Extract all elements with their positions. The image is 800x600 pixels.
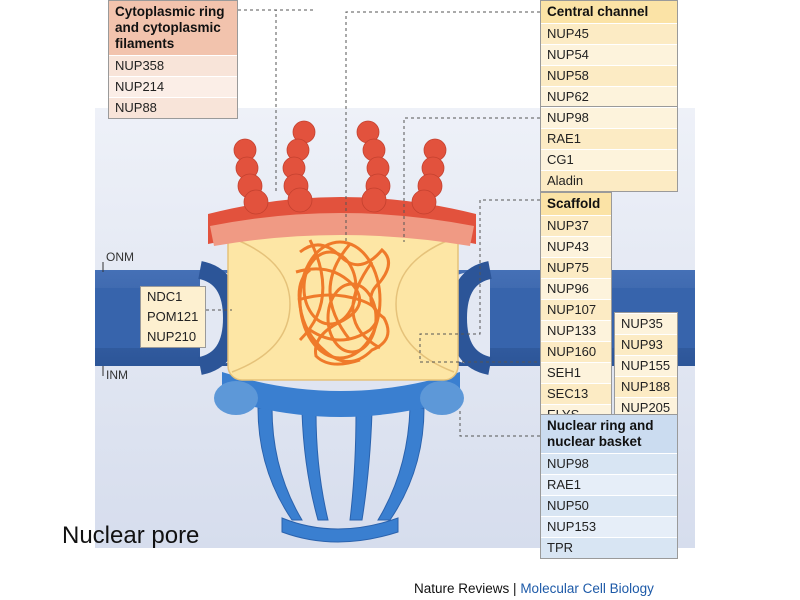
nuclear-ring-left-lobe — [214, 381, 258, 415]
fg-item: RAE1 — [541, 128, 677, 149]
basket-ring-bottom — [281, 517, 399, 543]
scaffold-item: SEH1 — [541, 362, 611, 383]
scaffold-header: Scaffold — [541, 193, 611, 215]
nuclear-item: NUP50 — [541, 495, 677, 516]
scaffold-extra-box: NUP35 NUP93 NUP155 NUP188 NUP205 — [614, 312, 678, 419]
leader-nuclear — [459, 410, 540, 437]
transmembrane-item: POM121 — [141, 307, 205, 327]
fg-item: CG1 — [541, 149, 677, 170]
nuclear-item: NUP98 — [541, 453, 677, 474]
scaffold-item: NUP75 — [541, 257, 611, 278]
scaffold-extra-item: NUP155 — [615, 355, 677, 376]
basket-filament-2 — [301, 411, 329, 521]
scaffold-item: NUP96 — [541, 278, 611, 299]
scaffold-right-lobe — [395, 237, 455, 373]
transmembrane-item: NUP210 — [141, 327, 205, 347]
scaffold-extra-item: NUP205 — [615, 397, 677, 418]
nuclear-ring-box: Nuclear ring and nuclear basket NUP98 RA… — [540, 414, 678, 559]
cytoplasmic-ring-header: Cytoplasmic ring and cytoplasmic filamen… — [109, 1, 237, 55]
nuclear-ring — [222, 372, 460, 417]
scaffold-item: NUP133 — [541, 320, 611, 341]
fg-item: Aladin — [541, 170, 677, 191]
scaffold-extra-item: NUP188 — [615, 376, 677, 397]
onm-label: ONM — [106, 250, 134, 264]
fg-item: NUP98 — [541, 107, 677, 128]
transmembrane-item: NDC1 — [141, 287, 205, 307]
scaffold-extra-item: NUP93 — [615, 334, 677, 355]
figure-credit: Nature Reviews | Molecular Cell Biology — [414, 581, 654, 596]
credit-separator: | — [509, 581, 521, 596]
scaffold-item: SEC13 — [541, 383, 611, 404]
cytoplasmic-ring-box: Cytoplasmic ring and cytoplasmic filamen… — [108, 0, 238, 119]
central-item: NUP54 — [541, 44, 677, 65]
scaffold-item: NUP37 — [541, 215, 611, 236]
transmembrane-box: NDC1 POM121 NUP210 — [140, 286, 206, 348]
nuclear-ring-right-lobe — [420, 381, 464, 415]
nuclear-item: TPR — [541, 537, 677, 558]
nuclear-item: NUP153 — [541, 516, 677, 537]
filament-2 — [282, 120, 316, 213]
diagram-title: Nuclear pore — [62, 522, 200, 549]
leader-lines — [206, 9, 540, 437]
scaffold-box: Scaffold NUP37 NUP43 NUP75 NUP96 NUP107 … — [540, 192, 612, 426]
scaffold-left-lobe — [231, 237, 291, 373]
fg-nup-box: NUP98 RAE1 CG1 Aladin — [540, 106, 678, 192]
cytoplasmic-ring-lower — [210, 213, 474, 246]
central-item: NUP58 — [541, 65, 677, 86]
nuclear-ring-header: Nuclear ring and nuclear basket — [541, 415, 677, 453]
basket-filament-4 — [377, 407, 425, 521]
filament-1 — [233, 138, 269, 215]
central-item: NUP45 — [541, 23, 677, 44]
cytoplasmic-item: NUP214 — [109, 76, 237, 97]
nuclear-item: RAE1 — [541, 474, 677, 495]
fg-repeat-mesh — [295, 239, 390, 366]
scaffold-item: NUP160 — [541, 341, 611, 362]
basket-filament-3 — [349, 411, 373, 521]
cytoplasmic-filaments — [233, 120, 447, 215]
filament-4 — [411, 138, 447, 215]
credit-publisher: Nature Reviews — [414, 581, 510, 596]
nuclear-basket — [257, 407, 425, 543]
cytoplasmic-item: NUP88 — [109, 97, 237, 118]
central-item: NUP62 — [541, 86, 677, 107]
basket-filament-1 — [257, 407, 303, 521]
central-channel-box: Central channel NUP45 NUP54 NUP58 NUP62 — [540, 0, 678, 108]
scaffold-item: NUP43 — [541, 236, 611, 257]
leader-fg — [403, 117, 540, 242]
leader-scaffold — [419, 199, 540, 363]
inm-label: INM — [106, 368, 128, 382]
cytoplasmic-item: NUP358 — [109, 55, 237, 76]
scaffold-extra-item: NUP35 — [615, 313, 677, 334]
leader-central — [345, 11, 540, 242]
central-channel-header: Central channel — [541, 1, 677, 23]
scaffold-item: NUP107 — [541, 299, 611, 320]
filament-3 — [356, 120, 391, 213]
credit-journal: Molecular Cell Biology — [520, 581, 654, 596]
